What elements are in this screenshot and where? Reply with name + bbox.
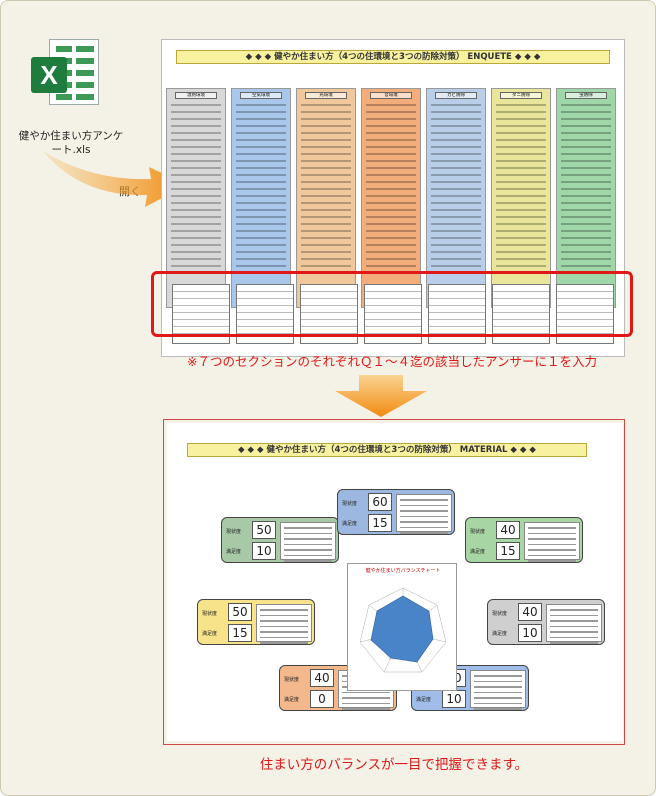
radar-chart [359, 587, 447, 673]
card-mold: 現状度 満足度 40 10 [487, 599, 605, 645]
material-sheet: ◆ ◆ ◆ 健やか住まい方（4つの住環境と3つの防除対策） MATERIAL ◆… [167, 423, 623, 741]
card-temperature: 現状度 満足度 50 10 [221, 517, 339, 563]
excel-icon[interactable]: X [31, 39, 101, 125]
down-arrow-icon [335, 375, 427, 417]
material-intro [187, 465, 587, 483]
result-caption: 住まい方のバランスが一目で把握できます。 [259, 757, 529, 773]
file-name[interactable]: 健やか住まい方アンケート.xls [18, 130, 124, 156]
enquete-intro [192, 70, 592, 88]
answer-highlight-box [151, 271, 633, 337]
input-instruction: ※７つのセクションのそれぞれＱ１～４迄の該当したアンサーに１を入力 [187, 354, 597, 369]
material-frame [163, 419, 625, 745]
card-light: 現状度 満足度 40 15 [465, 517, 583, 563]
excel-x-icon: X [31, 57, 67, 93]
card-air: 現状度 満足度 60 15 [337, 489, 455, 535]
open-arrow-icon [43, 151, 187, 207]
chart-title: 健やか住まい方バランスチャート [365, 568, 441, 574]
card-sound: 現状度 満足度 50 15 [197, 599, 315, 645]
material-banner: ◆ ◆ ◆ 健やか住まい方（4つの住環境と3つの防除対策） MATERIAL ◆… [187, 443, 587, 457]
balance-chart: 健やか住まい方バランスチャート [347, 563, 457, 691]
enquete-banner: ◆ ◆ ◆ 健やか住まい方（4つの住環境と3つの防除対策） ENQUETE ◆ … [176, 50, 610, 64]
